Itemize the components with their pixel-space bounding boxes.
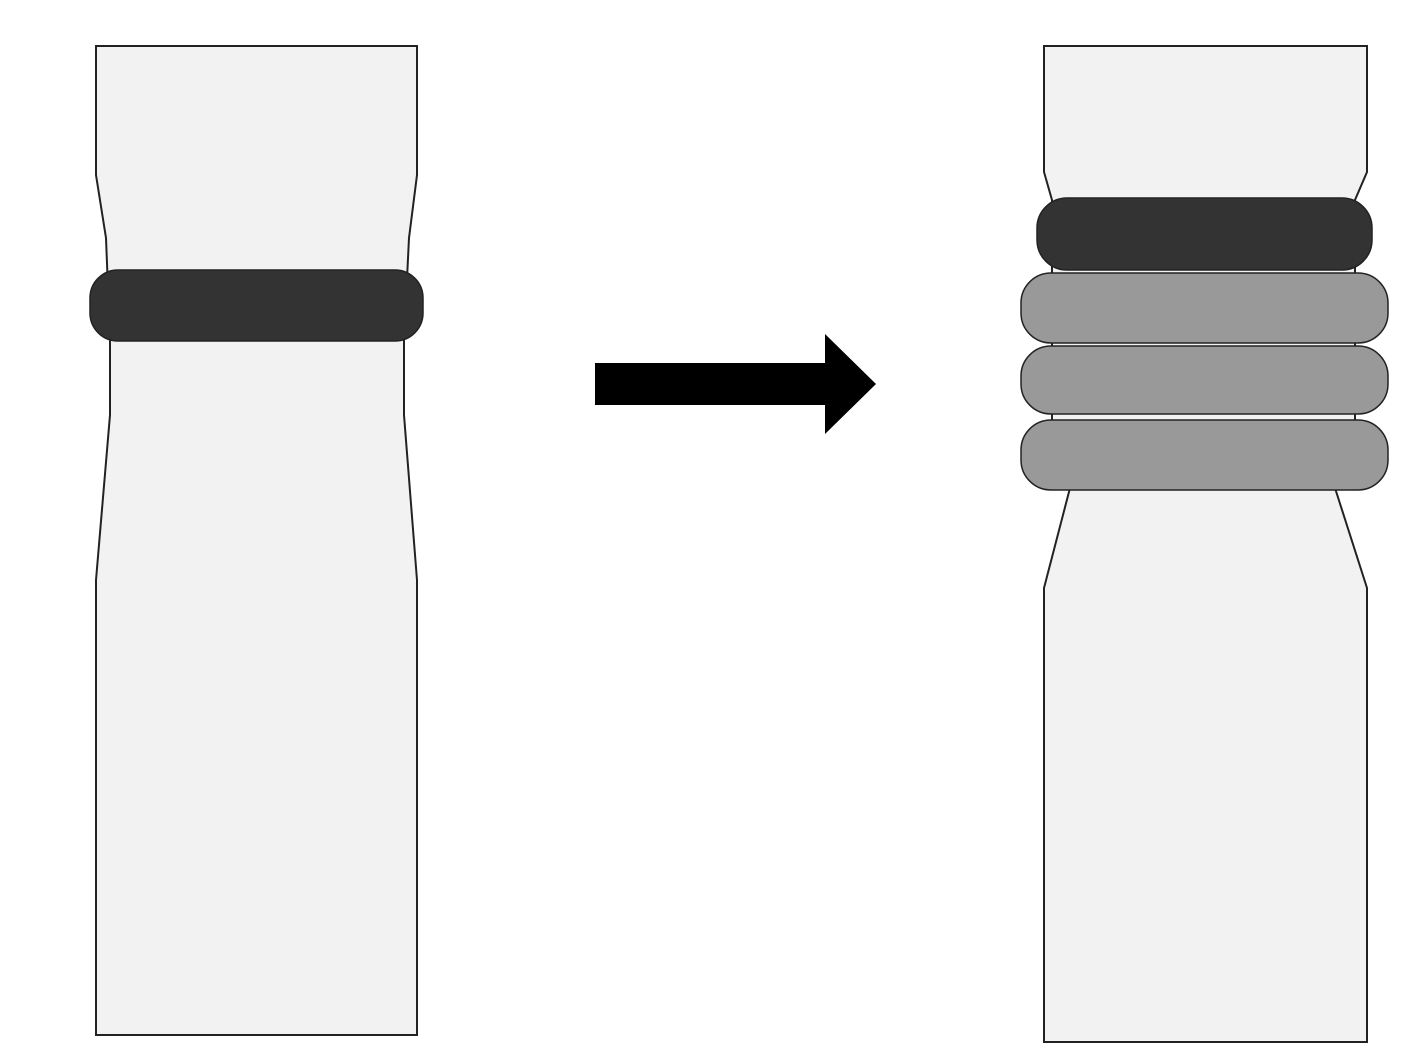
after-panel — [1020, 45, 1389, 1043]
before-tube — [95, 45, 418, 1036]
before-panel — [89, 45, 424, 1036]
after-band-original — [1036, 197, 1373, 271]
before-band-original — [89, 269, 424, 342]
after-band-added-3 — [1020, 419, 1389, 491]
after-band-added-1 — [1020, 272, 1389, 344]
after-band-added-2 — [1020, 345, 1389, 415]
after-tube — [1043, 45, 1368, 1043]
transition-arrow — [595, 334, 876, 434]
